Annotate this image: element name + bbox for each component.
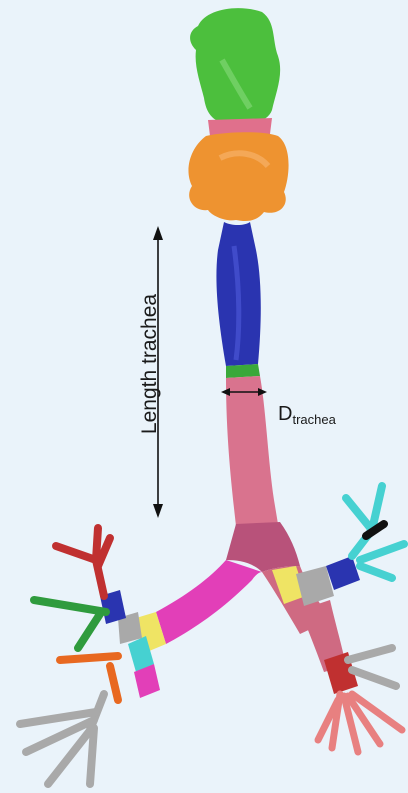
right-blue-segment xyxy=(326,556,360,590)
trachea-green-band xyxy=(226,364,260,378)
length-trachea-label: Length trachea xyxy=(138,284,162,444)
nasal-cavity xyxy=(190,8,280,124)
left-green-branches xyxy=(34,600,106,648)
left-grey-branches xyxy=(20,694,104,784)
larynx xyxy=(188,132,288,221)
right-salmon-branches xyxy=(318,694,402,752)
diameter-trachea-label: Dtrachea xyxy=(278,403,336,427)
left-red-branches xyxy=(56,528,110,596)
left-main-bronchus xyxy=(156,560,262,644)
left-orange-branches xyxy=(60,656,118,700)
diameter-subscript: trachea xyxy=(292,412,335,427)
trachea-lower xyxy=(226,376,278,526)
diameter-symbol: D xyxy=(278,403,292,425)
